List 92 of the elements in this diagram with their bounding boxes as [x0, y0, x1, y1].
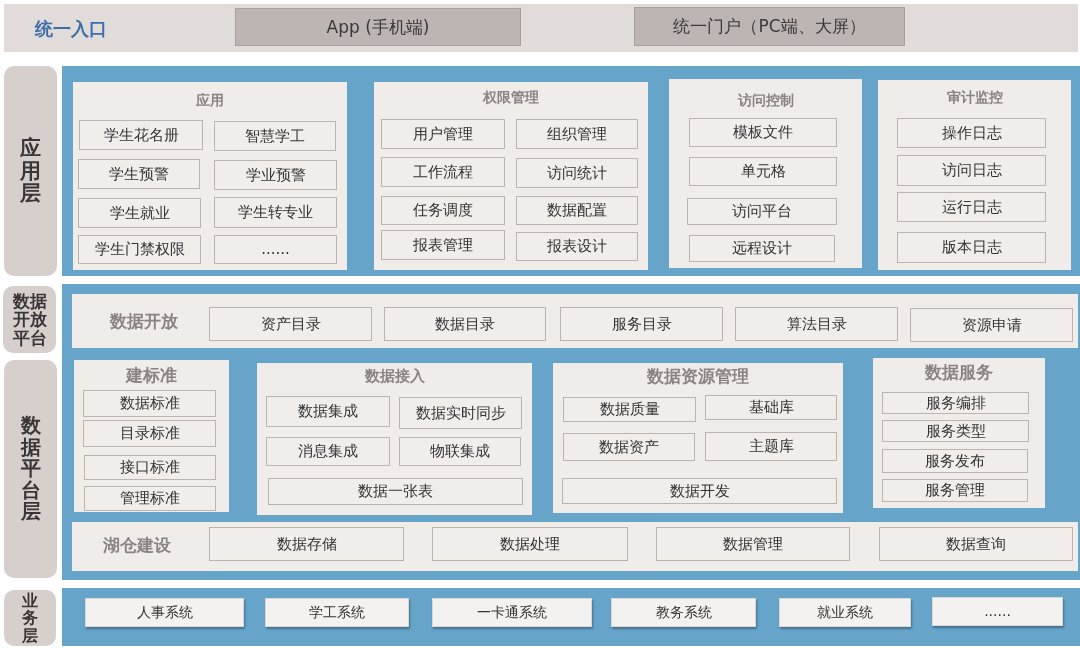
entry-box: 统一门户（PC端、大屏） [634, 7, 905, 46]
module-box: 数据集成 [266, 396, 390, 427]
layer-tab [3, 286, 56, 353]
module-box: 目录标准 [83, 420, 216, 447]
entry-band [4, 4, 1078, 52]
module-box: 资产目录 [209, 307, 372, 341]
group-title: 数据服务 [925, 363, 993, 383]
module-box: 学生转专业 [214, 197, 337, 228]
module-box: 运行日志 [897, 192, 1046, 222]
module-box: 数据管理 [656, 527, 850, 561]
layer-title: 数据平台层 [20, 415, 41, 523]
group-panel [553, 363, 843, 513]
module-box: 访问日志 [897, 155, 1046, 186]
module-box: 访问统计 [516, 158, 638, 188]
group-title: 建标准 [126, 366, 177, 386]
group-panel [74, 360, 229, 512]
module-box: 服务目录 [560, 307, 723, 341]
group-panel [257, 363, 532, 515]
module-box: 数据一张表 [268, 478, 523, 505]
system-box: 教务系统 [611, 598, 756, 627]
module-box: 单元格 [689, 157, 837, 186]
layer-panel [62, 588, 1080, 646]
layer-tab [4, 360, 57, 578]
layer-panel [62, 284, 1080, 580]
group-panel [374, 82, 648, 270]
module-box: 服务发布 [882, 449, 1028, 473]
module-box: 服务管理 [882, 479, 1028, 502]
layer-panel [62, 66, 1080, 276]
group-title: 数据资源管理 [647, 367, 749, 387]
module-box: 数据存储 [209, 527, 404, 561]
module-box: 远程设计 [689, 235, 835, 262]
module-box: 智慧学工 [214, 121, 336, 151]
module-box: 数据质量 [563, 397, 696, 422]
module-box: 消息集成 [266, 437, 390, 466]
group-title: 应用 [196, 91, 224, 109]
module-box: 操作日志 [897, 118, 1046, 148]
group-panel [873, 358, 1045, 508]
module-box: 用户管理 [381, 119, 505, 149]
module-box: 服务编排 [882, 392, 1029, 414]
module-box: 数据标准 [83, 390, 216, 417]
module-box: 数据实时同步 [399, 397, 522, 429]
module-box: 报表设计 [516, 232, 638, 261]
module-box: 学生门禁权限 [78, 235, 201, 264]
module-box: 组织管理 [516, 119, 638, 149]
group-title: 访问控制 [737, 91, 794, 109]
module-box: 数据配置 [516, 196, 638, 225]
module-box: 管理标准 [84, 486, 216, 511]
module-box: 主题库 [705, 432, 837, 461]
layer-title: 应用层 [20, 137, 41, 205]
layer-title: 数据开放平台 [12, 291, 47, 348]
module-box: 资源申请 [910, 308, 1073, 342]
group-title: 数据接入 [364, 368, 425, 386]
module-box: 学业预警 [214, 160, 337, 190]
module-box: 模板文件 [689, 118, 837, 147]
module-box: 访问平台 [687, 198, 837, 225]
module-box: 服务类型 [882, 420, 1029, 442]
module-box: 数据资产 [563, 433, 695, 461]
module-box: 接口标准 [84, 455, 216, 480]
entry-box: App (手机端) [235, 8, 521, 46]
section-title: 数据开放 [110, 312, 178, 332]
system-box: 就业系统 [779, 598, 911, 627]
group-panel [878, 80, 1071, 270]
module-box: 报表管理 [381, 230, 505, 260]
module-box: 学生预警 [78, 159, 200, 189]
module-box: 工作流程 [381, 157, 505, 187]
group-panel [73, 82, 347, 270]
module-box: 数据处理 [432, 527, 628, 561]
module-box: 版本日志 [897, 232, 1046, 263]
module-box: 基础库 [705, 395, 837, 420]
system-box: 学工系统 [265, 598, 409, 627]
module-box: 数据查询 [879, 527, 1073, 561]
module-box: 学生花名册 [79, 120, 203, 150]
section-band [72, 522, 1078, 571]
layer-tab [4, 590, 56, 646]
system-box: 一卡通系统 [432, 598, 592, 627]
module-box: 算法目录 [735, 307, 898, 341]
system-box: 人事系统 [85, 598, 244, 627]
group-panel [669, 79, 862, 268]
system-box: ...... [932, 597, 1063, 626]
layer-tab [4, 66, 57, 276]
group-title: 权限管理 [483, 88, 539, 106]
layer-title: 业务层 [22, 592, 38, 644]
module-box: 物联集成 [399, 437, 521, 466]
section-band [72, 294, 1078, 348]
module-box: 数据开发 [562, 478, 837, 504]
module-box: 学生就业 [78, 198, 201, 228]
band-title: 统一入口 [35, 18, 107, 40]
module-box: 任务调度 [381, 196, 505, 225]
module-box: 数据目录 [384, 307, 546, 341]
module-box: ...... [214, 235, 337, 264]
section-title: 湖仓建设 [103, 536, 171, 556]
group-title: 审计监控 [946, 88, 1003, 106]
